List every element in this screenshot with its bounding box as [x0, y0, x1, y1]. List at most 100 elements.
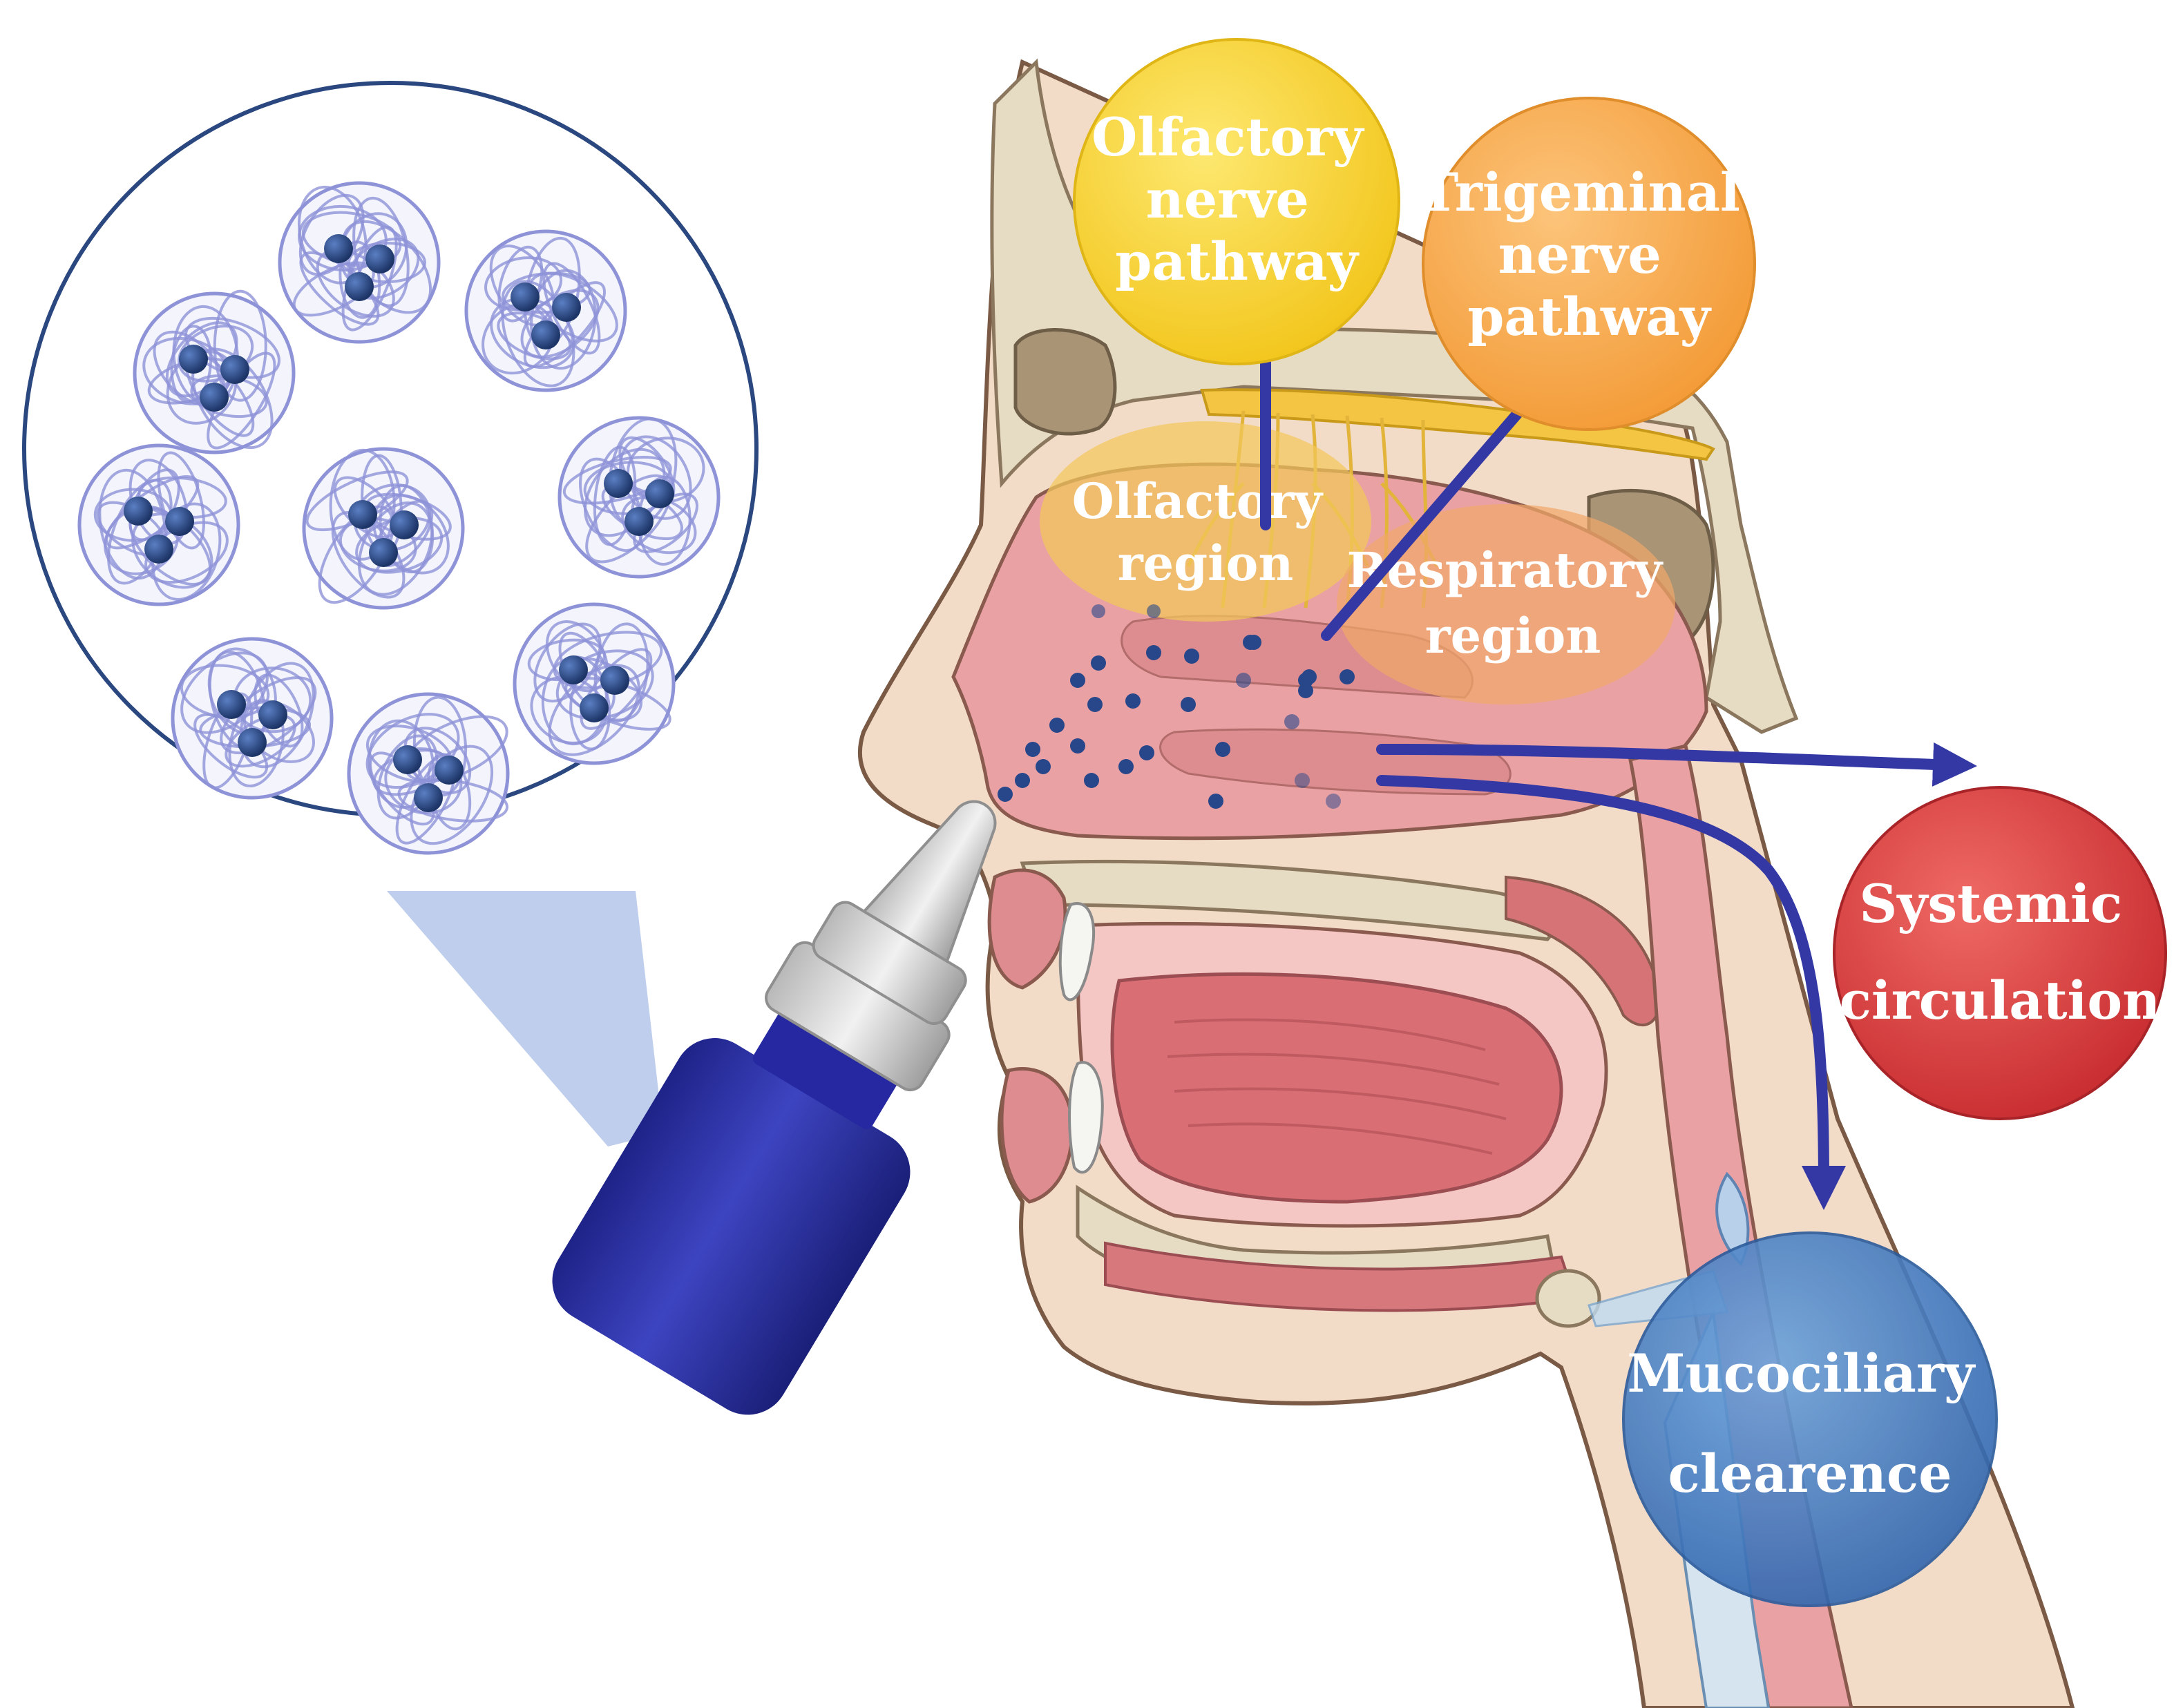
- particle: [1302, 669, 1317, 684]
- soft-palate: [1505, 875, 1661, 1027]
- tongue: [1110, 972, 1563, 1204]
- olfactory-region-ellipse: [1040, 421, 1371, 622]
- particle: [1015, 773, 1030, 788]
- drug-bead: [604, 469, 633, 498]
- polymer-strand: [225, 714, 296, 768]
- nanoparticle: [347, 692, 510, 855]
- polymer-strand: [490, 297, 575, 370]
- nanoparticle: [278, 181, 441, 344]
- drug-bead: [144, 535, 173, 564]
- systemic-circulation-circle: [1833, 786, 2167, 1120]
- polymer-strand: [555, 649, 654, 720]
- pathway-arrows: [1243, 313, 1977, 1210]
- drug-bead: [345, 272, 374, 301]
- spray-nozzle: [861, 800, 997, 963]
- nanoparticle: [77, 443, 240, 606]
- particle: [1092, 604, 1105, 618]
- olfactory-nerve-pathway: Olfactory nerve pathway: [1073, 38, 1400, 365]
- nanoparticle-cluster-icon: [22, 81, 759, 1146]
- hyoid-bone: [1535, 1269, 1601, 1328]
- drug-bead: [220, 355, 249, 384]
- polymer-strand: [170, 325, 213, 404]
- particle: [1139, 745, 1154, 760]
- polymer-strand: [298, 193, 365, 276]
- particle: [1326, 794, 1341, 809]
- trigeminal-nerve-pathway: Trigeminal nerve pathway: [1420, 97, 1759, 431]
- particle: [1049, 718, 1065, 733]
- bottle-neck: [752, 1010, 899, 1129]
- polymer-strand: [410, 745, 494, 845]
- particle: [1125, 693, 1141, 709]
- trigeminal-nerve-pathway-circle: [1422, 97, 1756, 431]
- systemic-circulation-label: Systemic circulation: [1840, 873, 2161, 1031]
- polymer-strand: [497, 311, 572, 361]
- olfactory-region-label: Olfactory region: [1072, 472, 1340, 592]
- systemic-circulation: Systemic circulation: [1833, 786, 2167, 1120]
- upper-lip: [987, 868, 1067, 990]
- polymer-strand: [180, 664, 270, 719]
- particle: [1298, 683, 1313, 698]
- drug-bead: [390, 510, 419, 539]
- polymer-strand: [548, 664, 640, 756]
- frontal-sinus: [1013, 328, 1117, 436]
- particle: [1084, 773, 1099, 788]
- respiratory-region-ellipse: [1337, 504, 1675, 704]
- particle: [1184, 649, 1199, 664]
- nanoparticle: [171, 637, 334, 800]
- polymer-strand: [542, 262, 601, 355]
- particle: [1208, 794, 1223, 809]
- drug-bead: [552, 293, 581, 322]
- particle: [1146, 645, 1161, 660]
- arrow-to-mucociliary-clearance: [1376, 775, 1846, 1210]
- sprayed-particles: [998, 604, 1355, 809]
- polymer-strand: [497, 245, 544, 323]
- drug-bead: [645, 479, 674, 508]
- drug-bead: [124, 497, 153, 526]
- drug-bead: [414, 783, 443, 812]
- nanoparticle: [513, 602, 676, 765]
- drug-bead: [365, 244, 394, 274]
- drug-bead: [217, 690, 246, 719]
- tongue-fibres: [1167, 1018, 1507, 1155]
- drug-bead: [435, 756, 464, 785]
- particle: [1340, 669, 1355, 684]
- polymer-strand: [166, 350, 238, 425]
- particle: [998, 787, 1013, 802]
- particle: [1215, 742, 1230, 757]
- zoom-beam: [387, 891, 663, 1146]
- drug-bead: [369, 538, 398, 567]
- particle: [1181, 697, 1196, 712]
- drug-bead: [324, 234, 353, 263]
- drug-bead: [531, 320, 560, 349]
- nanoparticle: [133, 289, 296, 454]
- polymer-strand: [157, 451, 205, 550]
- particle: [1236, 673, 1251, 688]
- mucociliary-clearance-circle: [1622, 1231, 1998, 1607]
- respiratory-region: Respiratory region: [1337, 504, 1675, 704]
- trigeminal-nerve-pathway-label: Trigeminal nerve pathway: [1420, 162, 1759, 347]
- drug-bead: [559, 655, 588, 684]
- drug-bead: [258, 700, 287, 729]
- mucociliary-clearance-label: Mucociliary clearence: [1627, 1343, 1992, 1504]
- arrow-to-trigeminal-pathway: [1321, 370, 1555, 641]
- particle: [1025, 742, 1040, 757]
- polymer-strand: [98, 468, 167, 580]
- polymer-strand: [213, 289, 267, 402]
- nanoparticle: [557, 416, 721, 579]
- particle: [1036, 759, 1051, 774]
- particle: [1284, 714, 1299, 729]
- arrow-to-systemic-circulation: [1376, 742, 1977, 787]
- drug-bead: [600, 666, 629, 695]
- polymer-strand: [520, 289, 600, 358]
- particle: [1118, 759, 1134, 774]
- polymer-strand: [242, 700, 315, 763]
- particle: [1246, 635, 1261, 650]
- drug-bead: [238, 728, 267, 757]
- nanoparticle-clusters: [77, 181, 721, 855]
- lower-incisor: [1068, 1061, 1104, 1174]
- polymer-strand: [369, 751, 435, 826]
- nanoparticle: [464, 229, 627, 392]
- polymer-strand: [329, 448, 396, 561]
- nanoparticle: [302, 447, 465, 610]
- drug-bead: [348, 500, 377, 529]
